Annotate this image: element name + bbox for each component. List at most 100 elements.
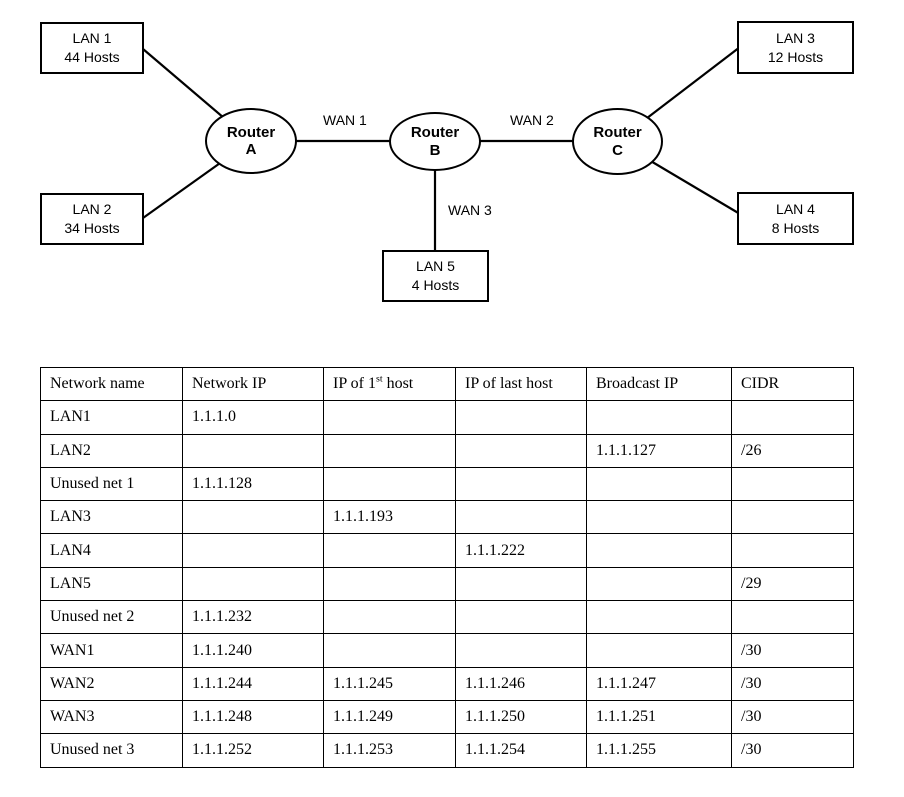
cell-last-host (455, 633, 587, 668)
header-first-host: IP of 1st host (323, 366, 456, 402)
cell-broadcast-ip: 1.1.1.247 (586, 666, 732, 701)
table-row-lan1: LAN1 1.1.1.0 (40, 400, 854, 435)
router-b-id: B (429, 141, 441, 159)
cell-network-ip: 1.1.1.252 (182, 733, 324, 768)
header-network-name: Network name (40, 366, 183, 402)
cell-last-host: 1.1.1.250 (455, 699, 587, 735)
cell-broadcast-ip (586, 400, 732, 435)
cell-network-name: LAN1 (40, 400, 183, 435)
cell-first-host (323, 633, 456, 668)
cell-cidr (731, 466, 854, 502)
cell-cidr: /26 (731, 433, 854, 468)
cell-last-host (455, 500, 587, 535)
cell-broadcast-ip: 1.1.1.255 (586, 733, 732, 768)
subnet-table: Network name Network IP IP of 1st host I… (40, 366, 854, 768)
lan1-hosts: 44 Hosts (64, 49, 120, 65)
cell-cidr (731, 400, 854, 435)
lan2-hosts: 34 Hosts (64, 220, 120, 236)
table-row-wan3: WAN3 1.1.1.248 1.1.1.249 1.1.1.250 1.1.1… (40, 699, 854, 735)
cell-network-ip: 1.1.1.0 (182, 400, 324, 435)
cell-broadcast-ip (586, 466, 732, 502)
lan4-hosts: 8 Hosts (771, 219, 820, 236)
cell-cidr: /30 (731, 733, 854, 768)
node-lan4: LAN 4 8 Hosts (737, 192, 854, 245)
cell-broadcast-ip (586, 566, 732, 602)
header-last-host: IP of last host (455, 366, 587, 402)
cell-network-ip (182, 500, 324, 535)
cell-network-ip (182, 533, 324, 568)
table-row-wan2: WAN2 1.1.1.244 1.1.1.245 1.1.1.246 1.1.1… (40, 666, 854, 701)
table-row-lan2: LAN2 1.1.1.127 /26 (40, 433, 854, 468)
cell-network-name: LAN3 (40, 500, 183, 535)
lan5-hosts: 4 Hosts (411, 277, 460, 293)
table-row-lan4: LAN4 1.1.1.222 (40, 533, 854, 568)
lan2-name: LAN 2 (72, 201, 112, 218)
cell-first-host (323, 533, 456, 568)
cell-cidr: /30 (731, 699, 854, 735)
cell-first-host (323, 566, 456, 602)
cell-cidr (731, 500, 854, 535)
router-a-id: A (245, 141, 257, 158)
cell-network-name: WAN1 (40, 633, 183, 668)
node-lan5: LAN 5 4 Hosts (382, 250, 489, 302)
node-router-c: Router C (572, 108, 663, 175)
lan5-name: LAN 5 (416, 258, 455, 275)
cell-network-ip (182, 433, 324, 468)
cell-first-host: 1.1.1.245 (323, 666, 456, 701)
header-network-ip: Network IP (182, 366, 324, 402)
table-row-lan5: LAN5 /29 (40, 566, 854, 602)
cell-last-host (455, 433, 587, 468)
cell-cidr: /30 (731, 633, 854, 668)
cell-last-host: 1.1.1.222 (455, 533, 587, 568)
cell-first-host (323, 433, 456, 468)
cell-network-name: LAN2 (40, 433, 183, 468)
cell-network-ip: 1.1.1.240 (182, 633, 324, 668)
cell-broadcast-ip: 1.1.1.251 (586, 699, 732, 735)
node-lan3: LAN 3 12 Hosts (737, 21, 854, 74)
cell-first-host: 1.1.1.193 (323, 500, 456, 535)
cell-last-host (455, 600, 587, 635)
cell-first-host: 1.1.1.253 (323, 733, 456, 768)
node-lan2: LAN 2 34 Hosts (40, 193, 144, 245)
lan4-name: LAN 4 (776, 200, 815, 217)
wan2-label: WAN 2 (508, 112, 556, 128)
network-topology-diagram: LAN 1 44 Hosts LAN 2 34 Hosts LAN 3 12 H… (0, 0, 904, 340)
cell-network-name: Unused net 1 (40, 466, 183, 502)
cell-network-ip: 1.1.1.232 (182, 600, 324, 635)
cell-broadcast-ip (586, 600, 732, 635)
cell-network-name: Unused net 3 (40, 733, 183, 768)
cell-broadcast-ip (586, 633, 732, 668)
lan1-name: LAN 1 (72, 30, 112, 47)
subnet-table-container: Network name Network IP IP of 1st host I… (40, 366, 854, 768)
lan3-hosts: 12 Hosts (767, 48, 824, 65)
table-row-unused-net-1: Unused net 1 1.1.1.128 (40, 466, 854, 502)
cell-last-host: 1.1.1.246 (455, 666, 587, 701)
cell-last-host: 1.1.1.254 (455, 733, 587, 768)
cell-first-host (323, 600, 456, 635)
router-c-id: C (612, 141, 623, 159)
cell-first-host (323, 400, 456, 435)
cell-network-name: LAN5 (40, 566, 183, 602)
cell-network-name: WAN2 (40, 666, 183, 701)
wan1-label: WAN 1 (321, 112, 369, 128)
cell-cidr: /30 (731, 666, 854, 701)
cell-network-ip (182, 566, 324, 602)
cell-last-host (455, 400, 587, 435)
cell-broadcast-ip (586, 533, 732, 568)
header-cidr: CIDR (731, 366, 854, 402)
node-lan1: LAN 1 44 Hosts (40, 22, 144, 74)
lan3-name: LAN 3 (776, 29, 815, 46)
node-router-a: Router A (205, 108, 297, 174)
router-b-title: Router (410, 124, 460, 142)
table-header-row: Network name Network IP IP of 1st host I… (40, 366, 854, 402)
header-first-host-sup: st (375, 373, 383, 385)
cell-cidr (731, 600, 854, 635)
router-c-title: Router (593, 124, 642, 142)
cell-cidr (731, 533, 854, 568)
cell-broadcast-ip (586, 500, 732, 535)
router-a-title: Router (226, 123, 276, 141)
cell-first-host (323, 466, 456, 502)
table-row-unused-net-3: Unused net 3 1.1.1.252 1.1.1.253 1.1.1.2… (40, 733, 854, 768)
header-first-host-suffix: host (382, 375, 414, 393)
